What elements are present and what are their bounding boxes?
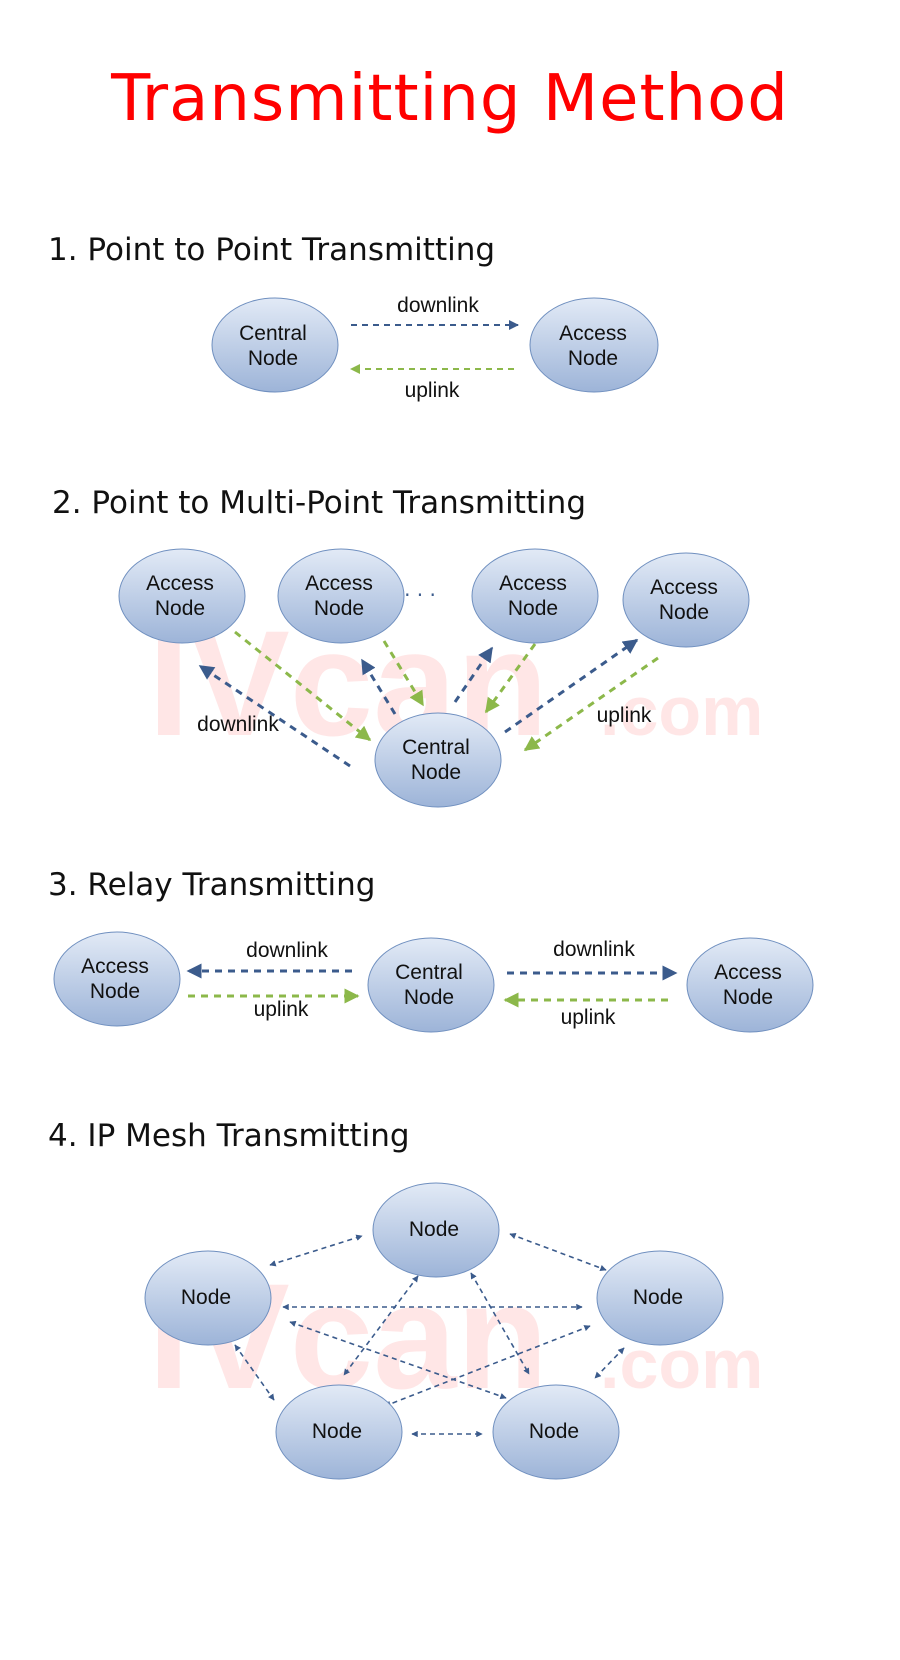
downlink-arrow	[453, 646, 494, 703]
mesh-link	[509, 1233, 607, 1271]
node-label: Node	[90, 980, 140, 1003]
downlink-arrow	[198, 664, 351, 768]
node-label: Access	[305, 572, 373, 595]
section-3-diagram: downlink uplink downlink uplink Access N…	[53, 931, 814, 1033]
node-label: Node	[633, 1286, 683, 1309]
node-label: Access	[650, 576, 718, 599]
access-node-4: Access Node	[622, 552, 750, 648]
mesh-node-right: Node	[596, 1250, 724, 1346]
mesh-node-top: Node	[372, 1182, 500, 1278]
node-label: Node	[723, 986, 773, 1009]
right-uplink-label: uplink	[561, 1006, 616, 1029]
section-2-diagram: · · · downlink uplink Access Node Access…	[118, 548, 750, 808]
access-node-1: Access Node	[118, 548, 246, 644]
node-label: Node	[409, 1218, 459, 1241]
node-label: Node	[508, 597, 558, 620]
access-node-3: Access Node	[471, 548, 599, 644]
central-node: Central Node	[211, 297, 339, 393]
access-node-left: Access Node	[53, 931, 181, 1027]
downlink-arrow	[504, 638, 639, 734]
uplink-arrow	[523, 656, 659, 752]
mesh-node-bottom-left: Node	[275, 1384, 403, 1480]
section-4-heading: 4. IP Mesh Transmitting	[48, 1118, 410, 1154]
node-label: Node	[248, 347, 298, 370]
node-label: Node	[411, 761, 461, 784]
mesh-link	[384, 1325, 591, 1407]
node-label: Node	[568, 347, 618, 370]
central-node: Central Node	[374, 712, 502, 808]
uplink-arrow	[484, 643, 537, 714]
downlink-label: downlink	[397, 294, 479, 317]
node-label: Node	[312, 1420, 362, 1443]
node-label: Node	[404, 986, 454, 1009]
node-label: Central	[395, 961, 463, 984]
section-3-heading: 3. Relay Transmitting	[48, 867, 376, 903]
ellipsis: · · ·	[404, 583, 436, 607]
section-1-diagram: downlink uplink Central Node Access Node	[211, 294, 659, 402]
section-4-diagram: Node Node Node Node Node	[144, 1182, 724, 1480]
node-label: Node	[659, 601, 709, 624]
uplink-label: uplink	[597, 704, 652, 727]
node-label: Access	[146, 572, 214, 595]
node-label: Central	[402, 736, 470, 759]
node-label: Access	[559, 322, 627, 345]
mesh-link	[343, 1275, 419, 1376]
downlink-arrow	[360, 658, 397, 715]
node-label: Node	[181, 1286, 231, 1309]
uplink-arrow	[234, 630, 372, 742]
access-node-right: Access Node	[686, 937, 814, 1033]
main-title: Transmitting Method	[111, 62, 789, 136]
right-downlink-label: downlink	[553, 938, 635, 961]
central-node: Central Node	[367, 937, 495, 1033]
access-node-2: Access Node	[277, 548, 405, 644]
mesh-link	[269, 1234, 363, 1267]
node-label: Node	[155, 597, 205, 620]
node-label: Access	[499, 572, 567, 595]
mesh-link	[594, 1347, 625, 1379]
node-label: Central	[239, 322, 307, 345]
downlink-label: downlink	[197, 713, 279, 736]
access-node: Access Node	[529, 297, 659, 393]
mesh-link	[234, 1344, 275, 1401]
node-label: Access	[714, 961, 782, 984]
node-label: Node	[314, 597, 364, 620]
mesh-node-bottom-right: Node	[492, 1384, 620, 1480]
mesh-node-left: Node	[144, 1250, 272, 1346]
uplink-label: uplink	[405, 379, 460, 402]
left-downlink-label: downlink	[246, 939, 328, 962]
section-2-heading: 2. Point to Multi-Point Transmitting	[52, 485, 586, 521]
watermark-suffix: .com	[600, 672, 763, 750]
node-label: Access	[81, 955, 149, 978]
node-label: Node	[529, 1420, 579, 1443]
left-uplink-label: uplink	[254, 998, 309, 1021]
section-1-heading: 1. Point to Point Transmitting	[48, 232, 496, 268]
mesh-link	[470, 1272, 530, 1375]
